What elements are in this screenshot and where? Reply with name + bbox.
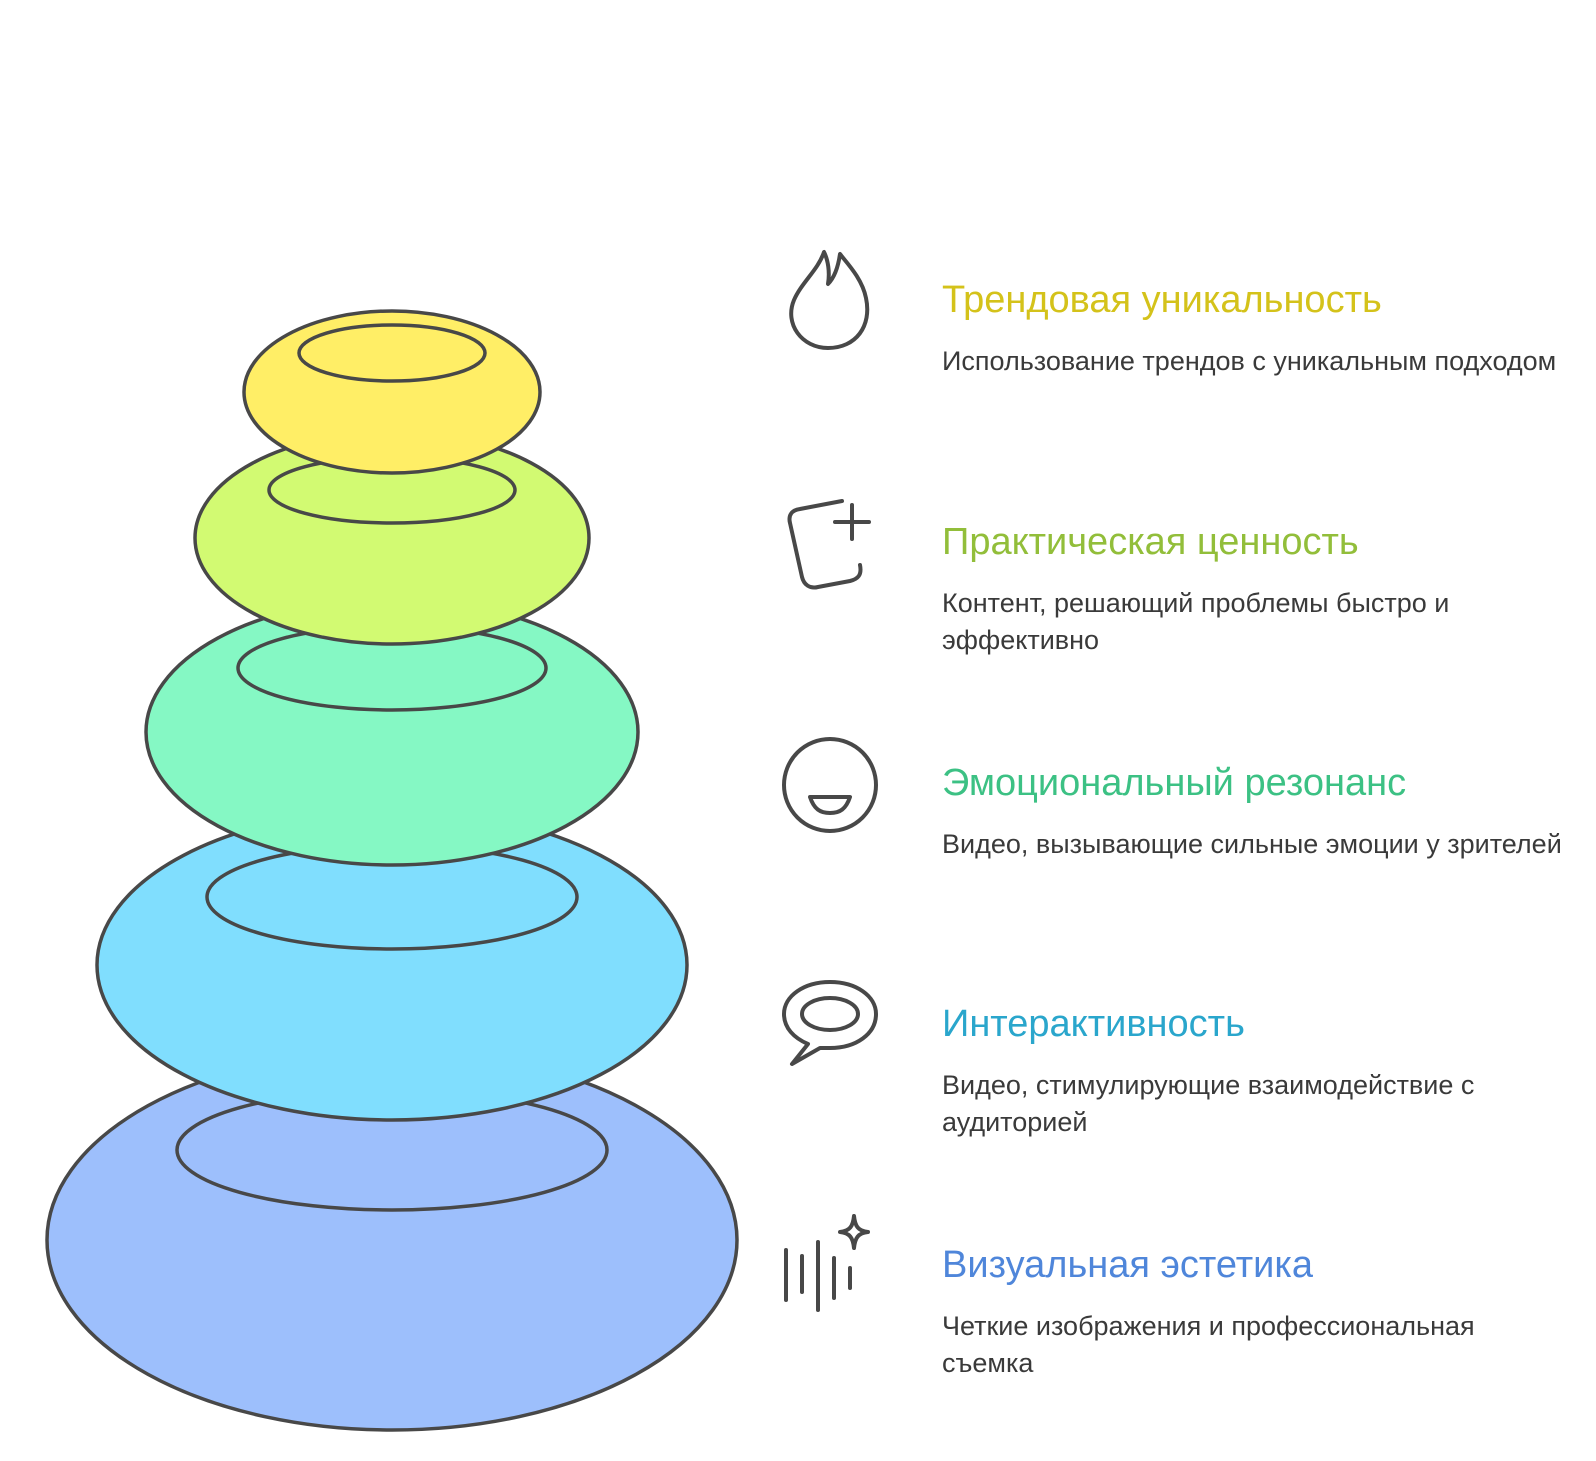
- title-practical-value: Практическая ценность: [942, 521, 1359, 563]
- speech-bubble-icon: [782, 980, 878, 1066]
- desc-interactivity: Видео, стимулирующие взаимодействие с ау…: [942, 1070, 1475, 1137]
- ring-body: [242, 309, 542, 475]
- smiley-icon: [782, 737, 878, 833]
- title-visual-aesthetics: Визуальная эстетика: [942, 1244, 1313, 1286]
- title-trend-uniqueness: Трендовая уникальность: [942, 279, 1382, 321]
- ring-stack: [45, 309, 739, 1432]
- desc-trend-uniqueness: Использование трендов с уникальным подхо…: [942, 346, 1557, 376]
- sparkle-lines-icon: [784, 1214, 870, 1312]
- title-interactivity: Интерактивность: [942, 1003, 1245, 1045]
- desc-visual-aesthetics: Четкие изображения и профессиональная съ…: [942, 1311, 1475, 1378]
- desc-practical-value: Контент, решающий проблемы быстро и эффе…: [942, 588, 1450, 655]
- title-emotional-resonance: Эмоциональный резонанс: [942, 762, 1407, 804]
- desc-emotional-resonance: Видео, вызывающие сильные эмоции у зрите…: [942, 829, 1562, 859]
- ring-trend-uniqueness: [242, 309, 542, 475]
- add-card-icon: [787, 499, 871, 590]
- flame-icon: [789, 250, 870, 350]
- ring-hole: [297, 323, 487, 383]
